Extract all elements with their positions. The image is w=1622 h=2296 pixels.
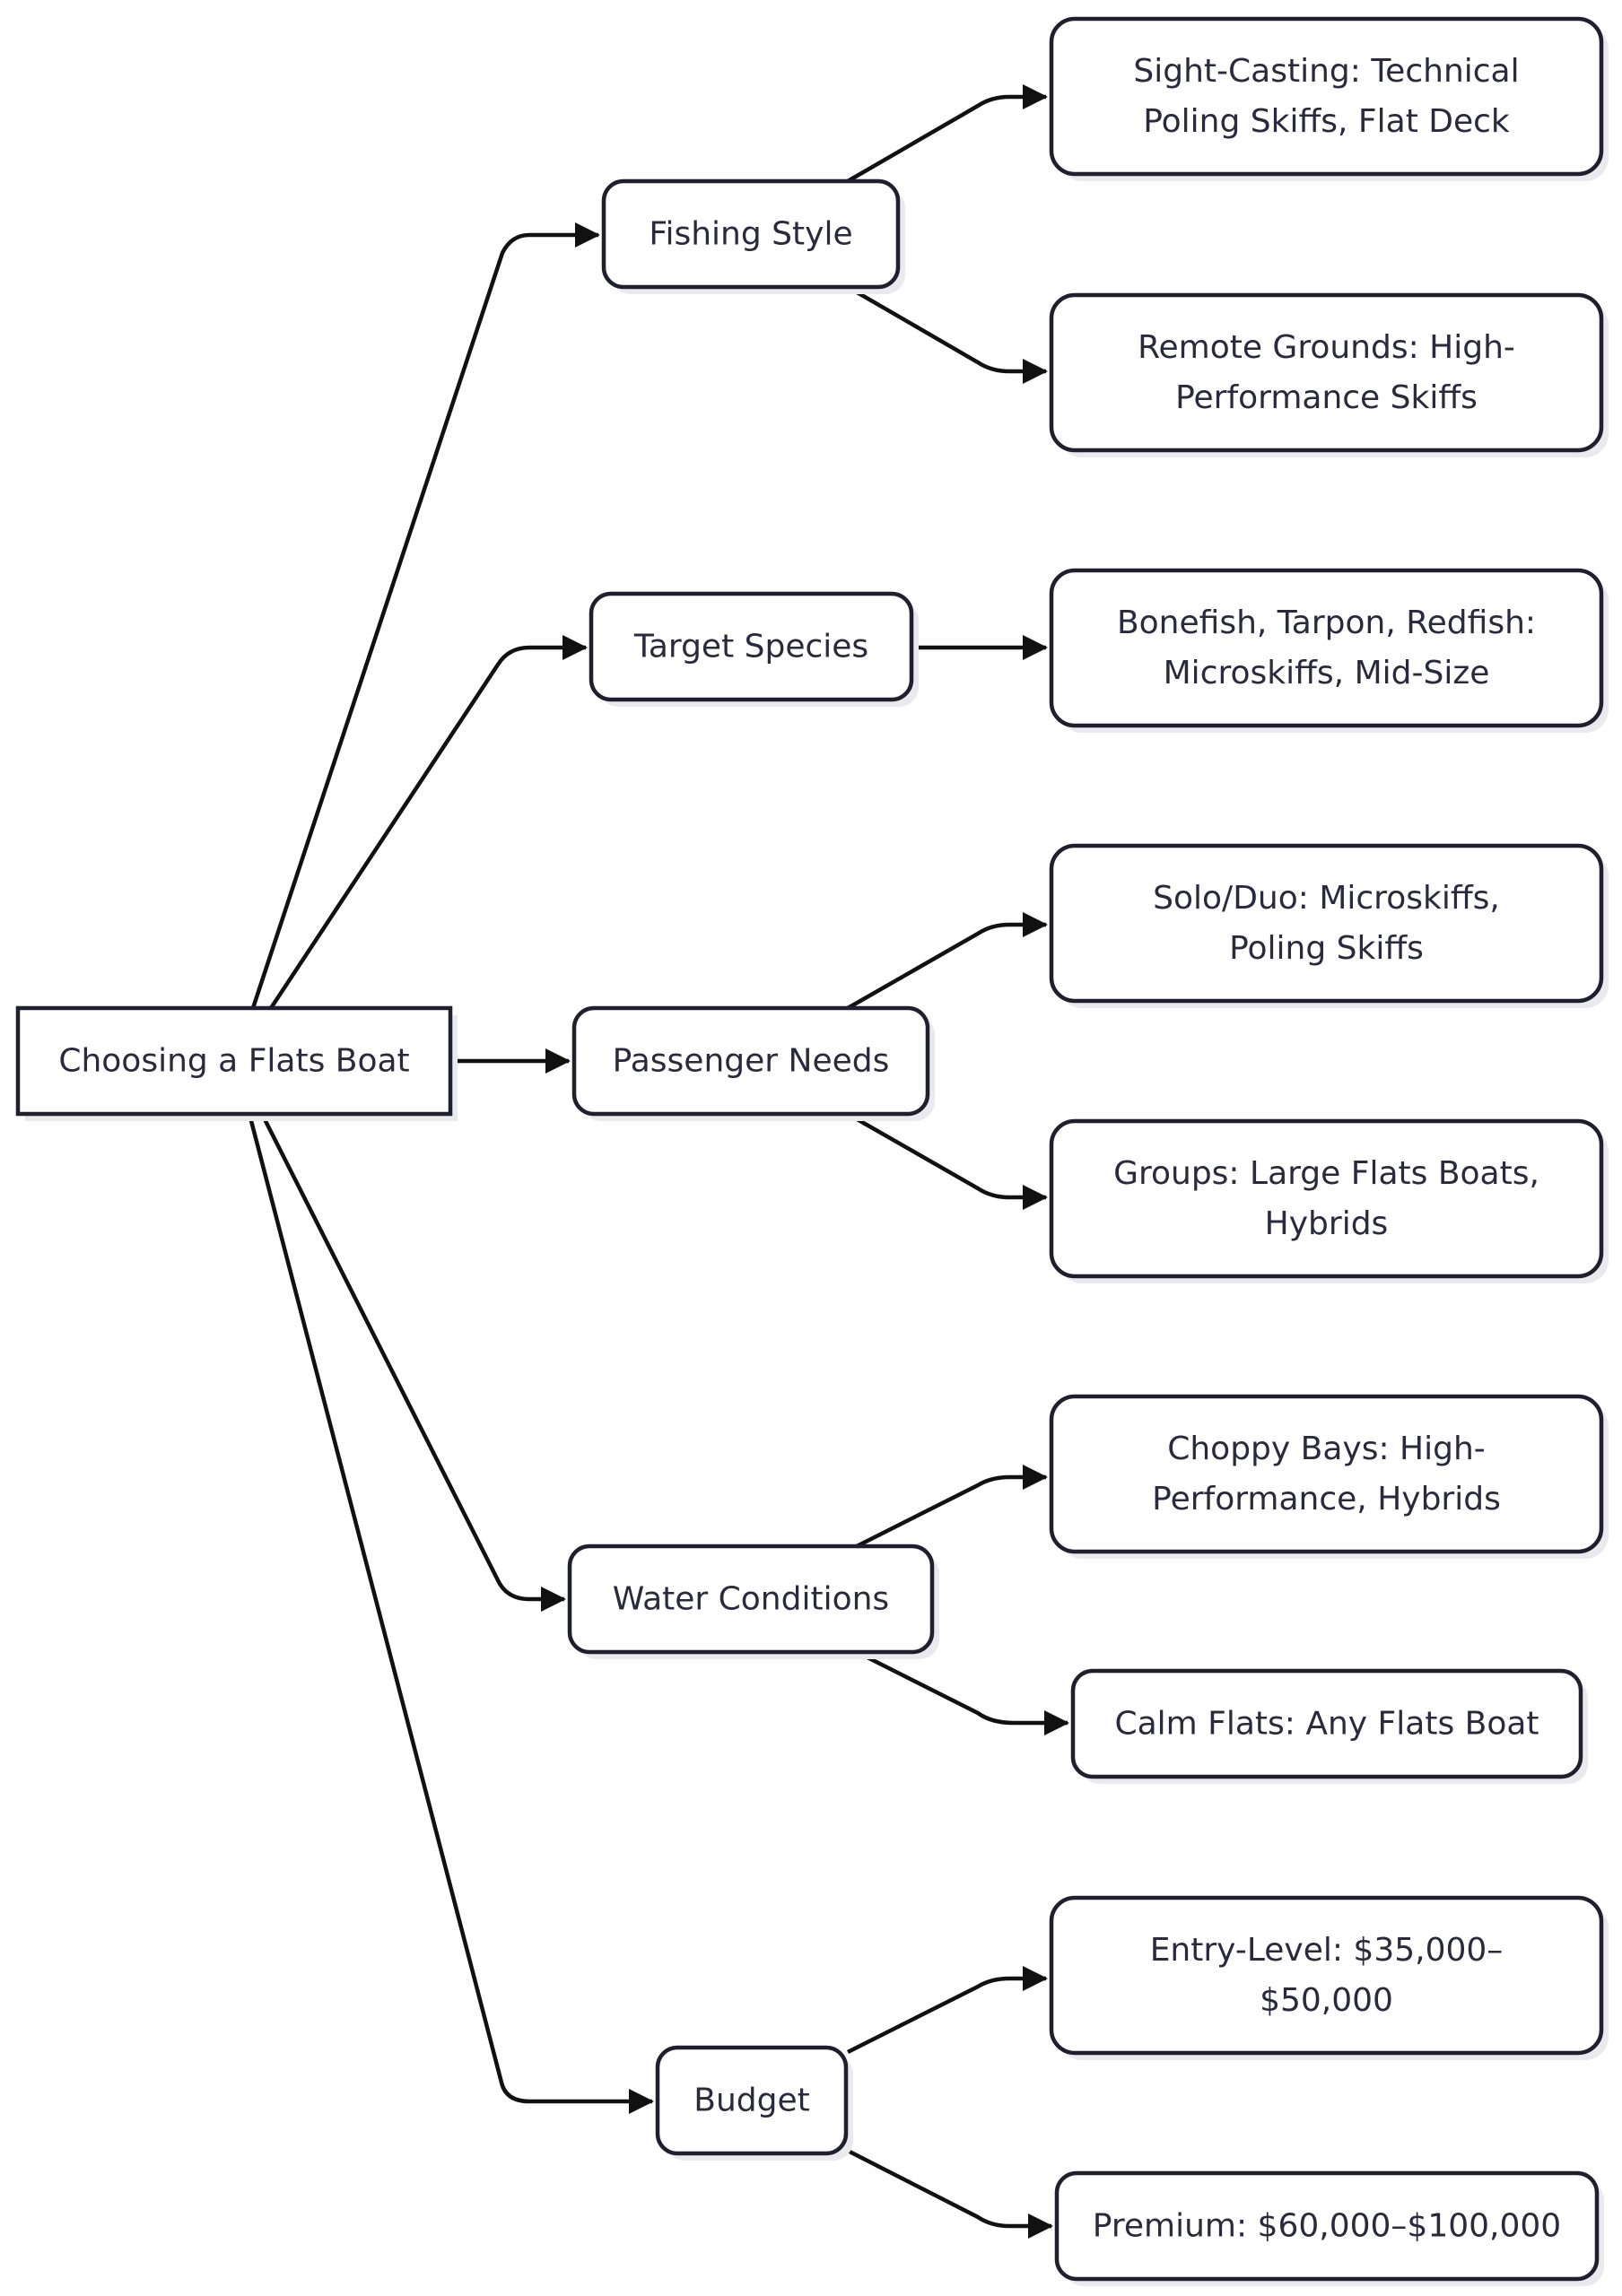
edge-root-to-species <box>269 635 588 1010</box>
nodes-layer: Choosing a Flats Boat Fishing StyleTarget… <box>15 16 1609 2286</box>
node-label-line: Water Conditions <box>613 1581 889 1618</box>
node-label-line: Passenger Needs <box>613 1043 890 1080</box>
edge-root-to-budget <box>247 1113 654 2114</box>
edge-root-to-fishing <box>250 222 600 1009</box>
node-box <box>571 1005 930 1117</box>
node-label-line: Solo/Duo: Microskiffs, <box>1153 880 1500 917</box>
node-label-line: Hybrids <box>1265 1205 1389 1242</box>
node-box <box>1049 1118 1604 1279</box>
node-label-line: Microskiffs, Mid-Size <box>1164 655 1490 691</box>
node-box <box>1049 1895 1604 2056</box>
node-label-line: Groups: Large Flats Boats, <box>1113 1155 1539 1192</box>
edge-fishing-to-sight <box>846 84 1048 183</box>
outcome-node-remote: Remote Grounds: High- Performance Skiffs <box>1049 292 1609 457</box>
node-label-line: Entry-Level: $35,000– <box>1150 1932 1504 1969</box>
node-label-line: Target Species <box>633 629 868 665</box>
node-label-line: Bonefish, Tarpon, Redfish: <box>1117 604 1536 641</box>
node-label-line: Poling Skiffs, Flat Deck <box>1143 103 1510 140</box>
outcome-node-solo: Solo/Duo: Microskiffs, Poling Skiffs <box>1049 843 1609 1008</box>
outcome-node-bonefish: Bonefish, Tarpon, Redfish: Microskiffs, M… <box>1049 568 1609 733</box>
edge-passenger-to-solo <box>846 912 1048 1010</box>
edges-layer <box>247 84 1069 2239</box>
outcome-node-entry: Entry-Level: $35,000– $50,000 <box>1049 1895 1609 2060</box>
node-box <box>655 2045 849 2156</box>
node-box <box>1049 568 1604 728</box>
node-label-line: $50,000 <box>1260 1982 1393 2019</box>
outcome-node-choppy: Choppy Bays: High- Performance, Hybrids <box>1049 1394 1609 1559</box>
node-label-line: Choppy Bays: High- <box>1167 1431 1486 1467</box>
category-node-fishing: Fishing Style <box>601 178 905 294</box>
edge-budget-to-premium <box>846 2148 1053 2239</box>
node-label-line: Remote Grounds: High- <box>1138 329 1515 366</box>
node-box <box>1054 2170 1600 2282</box>
node-box <box>1049 1394 1604 1554</box>
node-box <box>1049 16 1604 177</box>
category-node-budget: Budget <box>655 2045 853 2161</box>
outcome-node-groups: Groups: Large Flats Boats, Hybrids <box>1049 1118 1609 1283</box>
node-box <box>601 178 901 290</box>
category-node-water: Water Conditions <box>567 1544 939 1659</box>
edge-budget-to-entry <box>846 1966 1048 2055</box>
node-box <box>1070 1668 1583 1779</box>
node-box <box>1049 843 1604 1004</box>
node-label-line: Sight-Casting: Technical <box>1133 53 1519 90</box>
category-node-species: Target Species <box>589 591 919 707</box>
node-box <box>15 1005 453 1117</box>
node-label-line: Fishing Style <box>649 216 852 253</box>
node-label-line: Calm Flats: Any Flats Boat <box>1114 1706 1539 1743</box>
node-label-line: Choosing a Flats Boat <box>58 1043 409 1080</box>
node-box <box>567 1544 935 1655</box>
edge-water-to-calm <box>855 1649 1069 1735</box>
node-box <box>1049 292 1604 453</box>
outcome-node-calm: Calm Flats: Any Flats Boat <box>1070 1668 1588 1784</box>
node-label-line: Performance Skiffs <box>1175 379 1478 416</box>
edge-water-to-choppy <box>855 1465 1048 1549</box>
root-node-root: Choosing a Flats Boat <box>15 1005 458 1121</box>
category-node-passenger: Passenger Needs <box>571 1005 935 1121</box>
node-label-line: Poling Skiffs <box>1229 930 1424 967</box>
node-label-line: Budget <box>693 2083 809 2119</box>
node-label-line: Premium: $60,000–$100,000 <box>1093 2208 1561 2245</box>
outcome-node-premium: Premium: $60,000–$100,000 <box>1054 2170 1604 2286</box>
node-box <box>589 591 914 702</box>
edge-fishing-to-remote <box>846 285 1048 384</box>
node-label-line: Performance, Hybrids <box>1152 1481 1501 1518</box>
edge-root-to-water <box>259 1112 566 1612</box>
edge-passenger-to-groups <box>846 1112 1048 1210</box>
